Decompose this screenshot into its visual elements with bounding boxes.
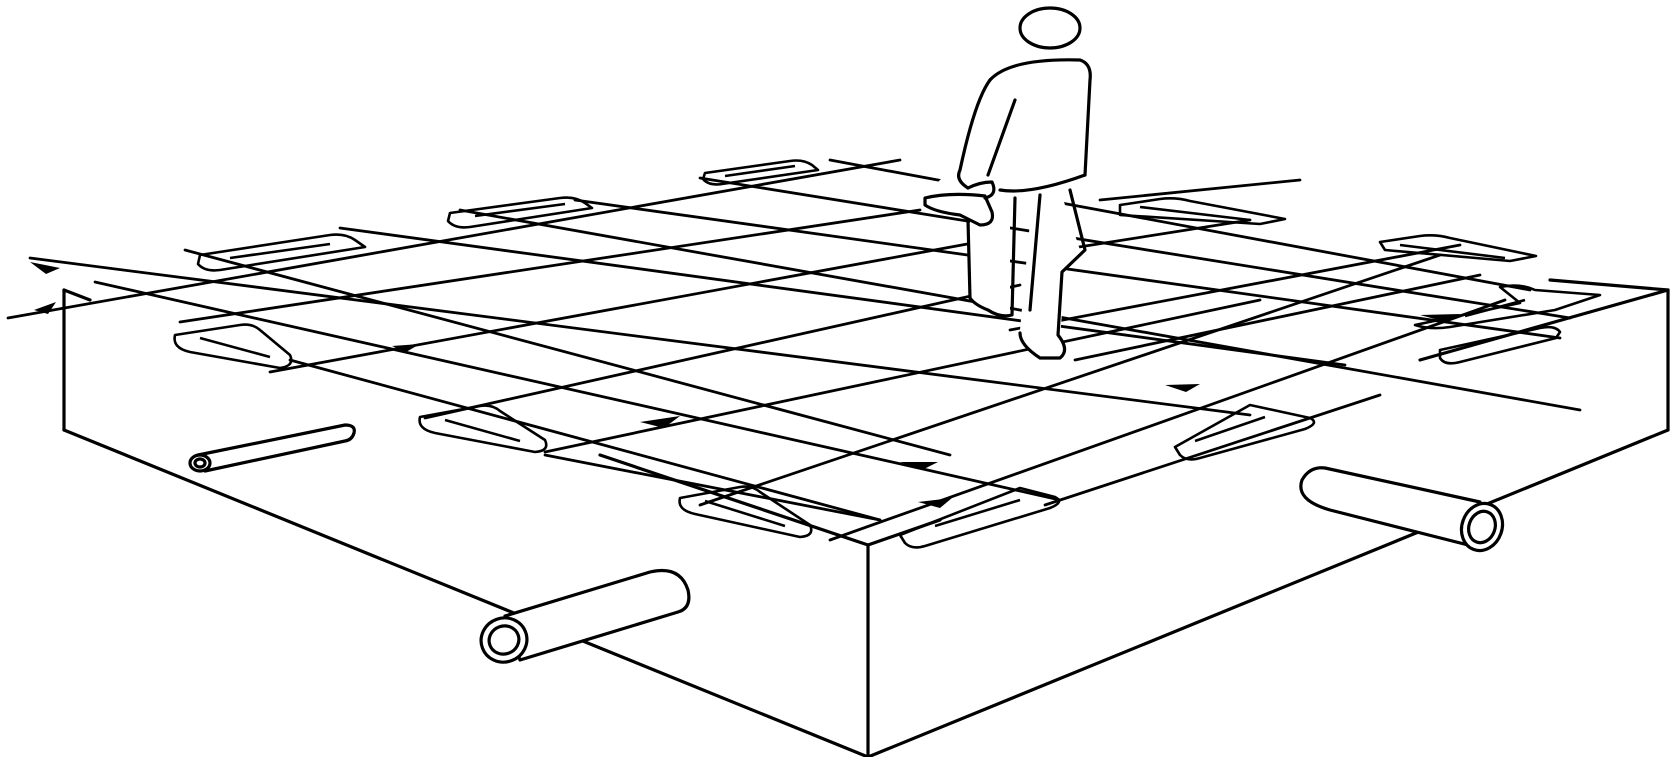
grid-line [270,238,1000,372]
pipe-front-left [475,570,689,668]
coil-loop [900,488,1059,547]
person-head [1020,8,1080,48]
grid-line [185,250,950,455]
grid-line [1100,180,1300,200]
coil-winding [200,338,270,357]
pipe-left-small [190,425,354,471]
slab-top-front-left [600,455,868,545]
grid-line [460,210,1580,410]
coil-loop [198,235,365,271]
slab-bottom-left [64,430,868,757]
grid-line [1060,220,1250,250]
slab-top-left-corner [64,290,90,300]
coil-loop [1120,198,1285,224]
grid-line [8,160,900,318]
current-arrows [30,262,1460,508]
coil-loop [1440,327,1560,363]
slab-top-right [1550,280,1668,290]
grid-line [425,285,1020,418]
current-arrow [30,262,60,274]
grid-line [830,160,1530,290]
grid-line [545,455,880,520]
coil-loop [1380,235,1536,261]
current-arrow [640,416,680,428]
pipe-right [1301,468,1509,557]
slab-bottom-right [868,430,1668,757]
coolant-pipes [190,425,1509,669]
current-arrow [1165,384,1200,392]
standing-person [925,8,1090,360]
